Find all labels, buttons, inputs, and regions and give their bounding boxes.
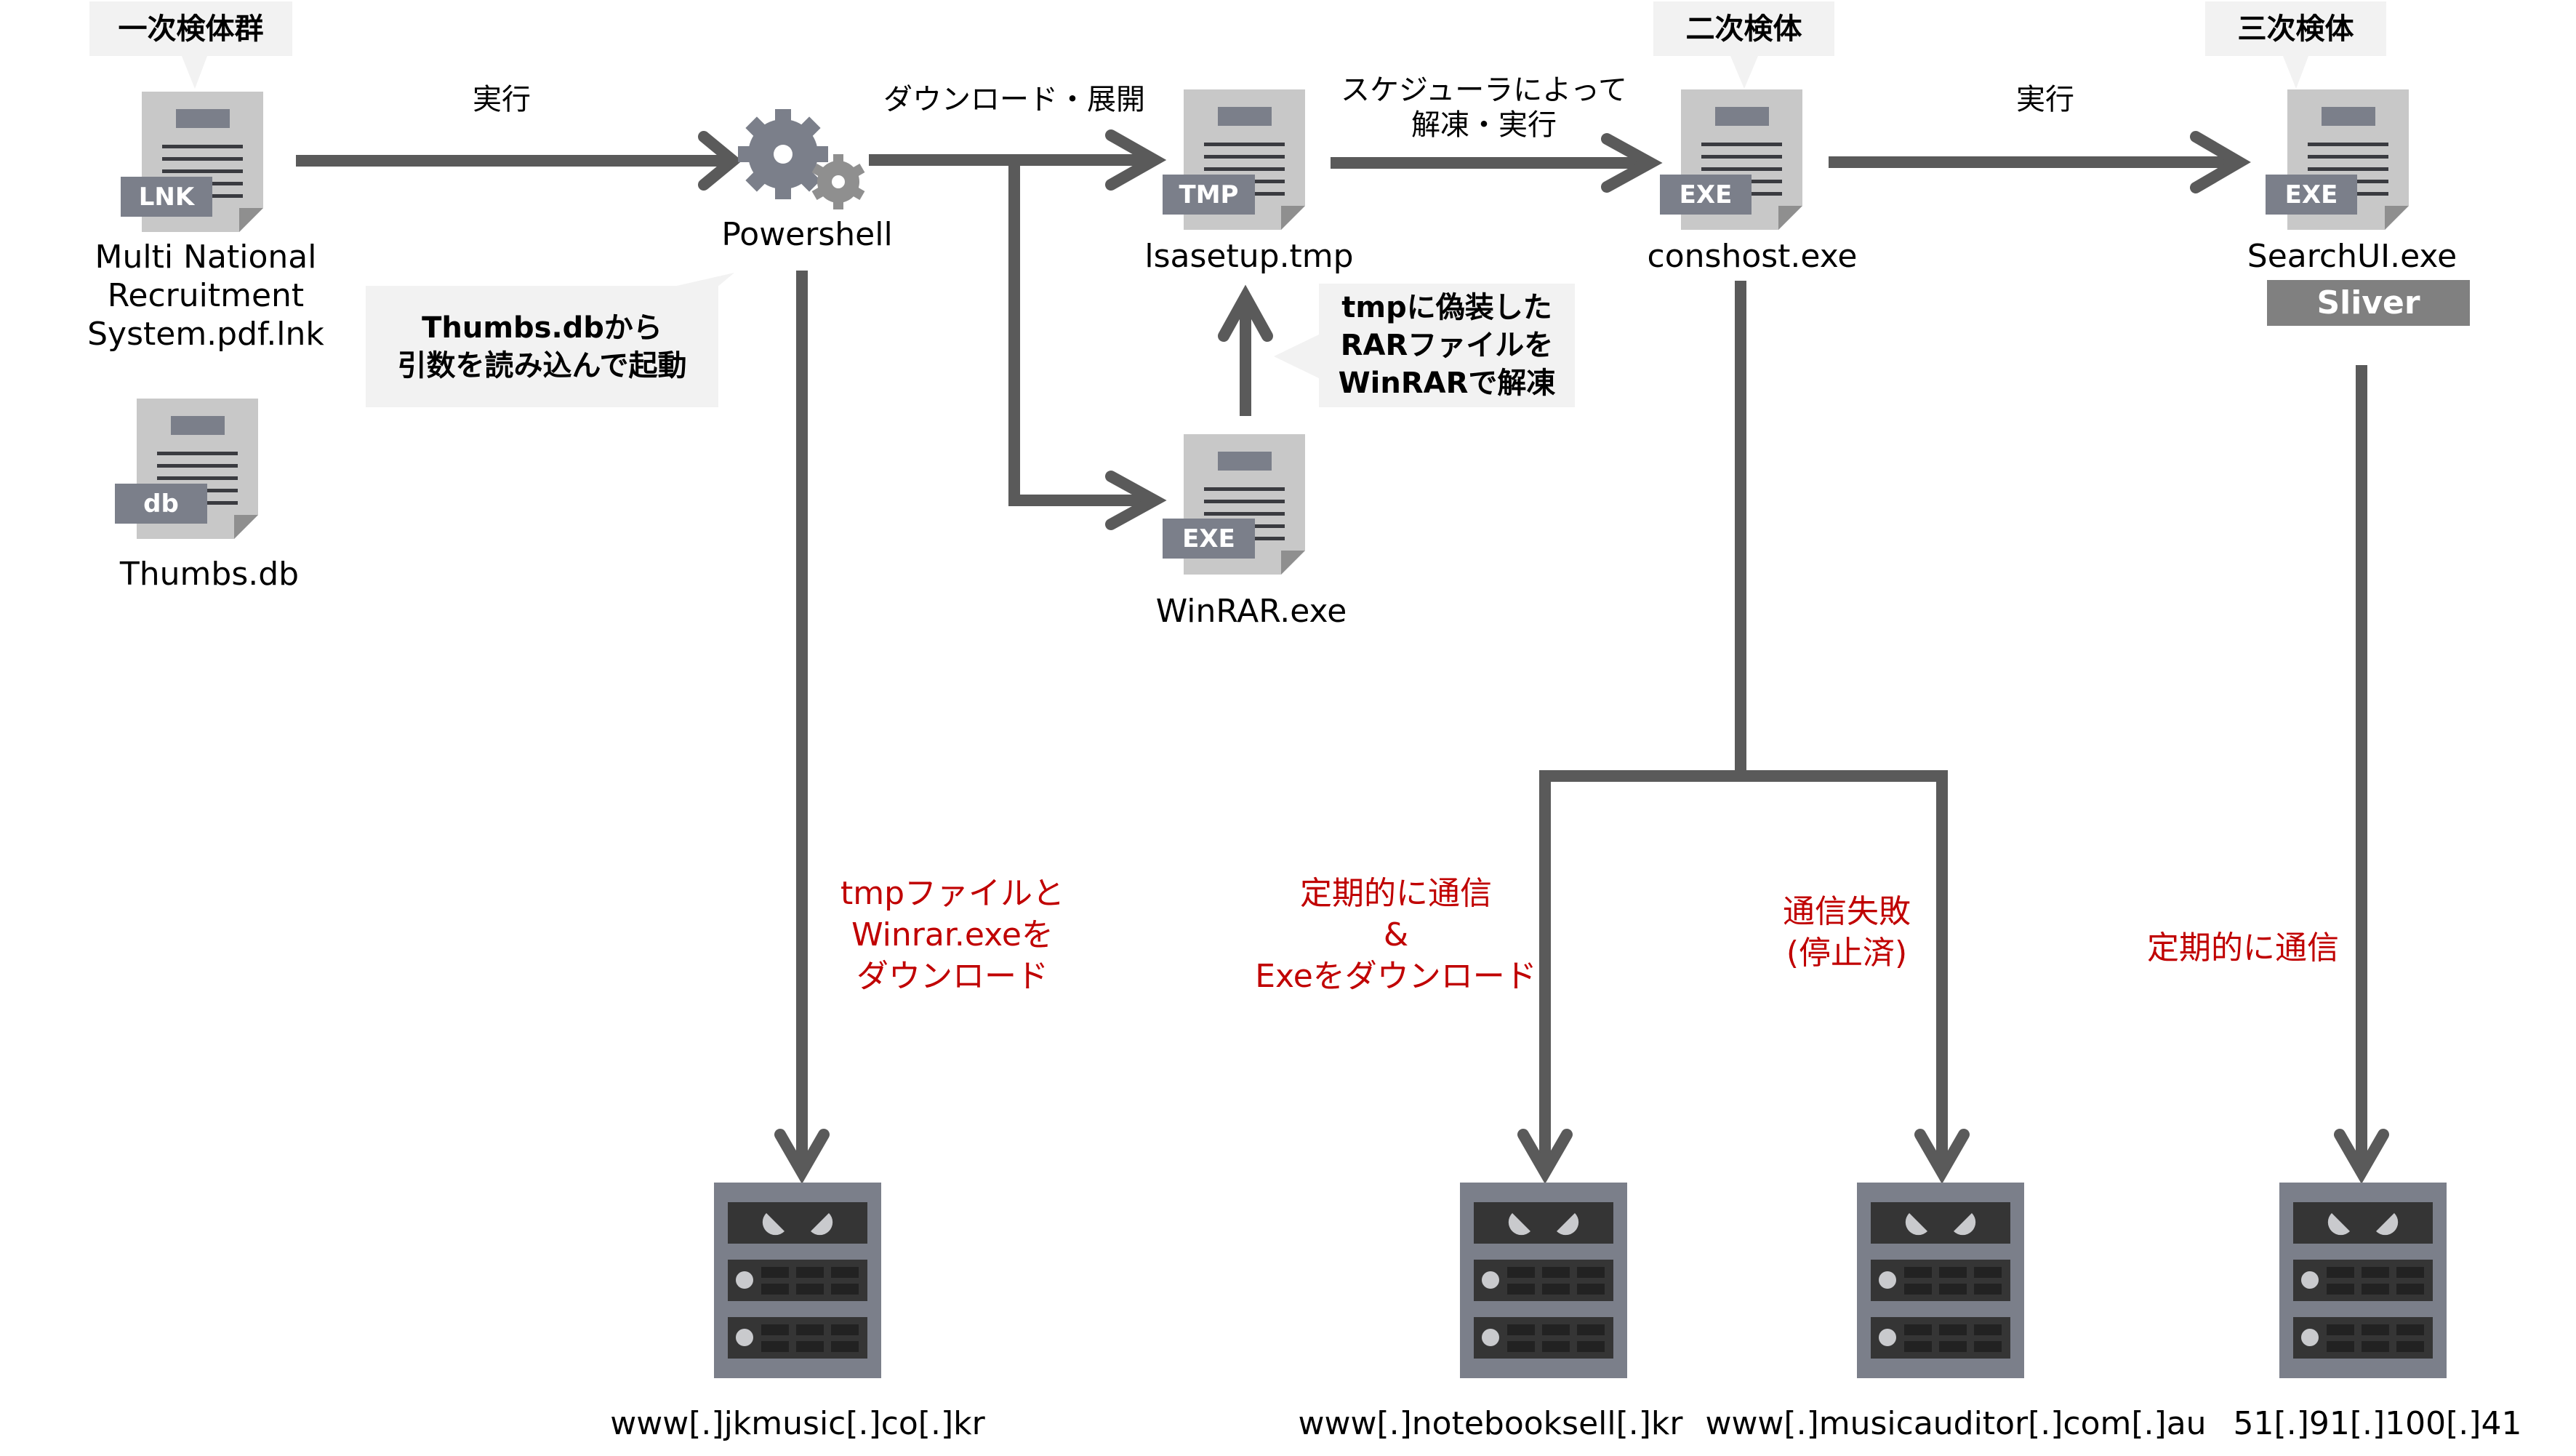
edge-label-execute-1: 実行	[473, 83, 531, 116]
bubble-pointer-second	[1730, 56, 1758, 89]
rar-disguise-note: tmpに偽装した RARファイルを WinRARで解凍	[1319, 284, 1575, 407]
comm-label-powershell-download: tmpファイルと Winrar.exeを ダウンロード	[840, 875, 1065, 996]
thumbs-args-note: Thumbs.dbから 引数を読み込んで起動	[366, 286, 718, 407]
server-host-label: 51[.]91[.]100[.]41	[2233, 1405, 2522, 1442]
tmp-tag: TMP	[1163, 175, 1255, 215]
stage-second-bubble: 二次検体	[1653, 1, 1834, 56]
lnk-file-label: Multi National Recruitment System.pdf.ln…	[87, 239, 324, 353]
edge-label-download-extract: ダウンロード・展開	[883, 83, 1145, 116]
edge-label-execute-2: 実行	[2016, 83, 2074, 116]
arrow-conshost-to-servers	[1517, 281, 1970, 1185]
comm-label-searchui-periodic: 定期的に通信	[2147, 929, 2339, 967]
lnk-tag: LNK	[121, 177, 212, 217]
lsasetup-label: lsasetup.tmp	[1144, 238, 1354, 275]
winrar-exe-tag: EXE	[1163, 519, 1255, 559]
powershell-label: Powershell	[721, 216, 893, 253]
powershell-gear-icon	[738, 109, 865, 209]
stage-third-bubble: 三次検体	[2205, 1, 2386, 56]
edge-label-scheduler: スケジューラによって 解凍・実行	[1341, 73, 1627, 142]
bubble-pointer-rar	[1274, 335, 1319, 378]
arrow-lnk-to-powershell	[296, 131, 742, 191]
bubble-pointer-third	[2283, 56, 2308, 89]
arrow-winrar-to-lsasetup	[1218, 284, 1273, 416]
malicious-server-icon	[714, 1183, 881, 1378]
winrar-label: WinRAR.exe	[1155, 593, 1347, 630]
server-host-label: www[.]musicauditor[.]com[.]au	[1705, 1405, 2207, 1442]
server-host-label: www[.]jkmusic[.]co[.]kr	[610, 1405, 985, 1442]
stage-first-bubble: 一次検体群	[89, 1, 292, 56]
conshost-label: conshost.exe	[1647, 238, 1858, 275]
searchui-label: SearchUI.exe	[2247, 238, 2457, 275]
searchui-exe-tag: EXE	[2266, 175, 2357, 215]
comm-label-conshost-periodic: 定期的に通信 & Exeをダウンロード	[1255, 875, 1537, 996]
arrow-conshost-to-searchui	[1829, 131, 2251, 193]
arrow-lsasetup-to-conshost	[1331, 133, 1663, 193]
bubble-pointer-first	[182, 56, 207, 89]
sliver-badge: Sliver	[2267, 280, 2470, 326]
malicious-server-icon	[1460, 1183, 1627, 1378]
arrow-searchui-to-server-ip	[2334, 365, 2389, 1185]
db-tag: db	[115, 484, 207, 524]
arrow-powershell-to-server-jkmusic	[774, 271, 830, 1185]
thumbs-file-label: Thumbs.db	[119, 556, 300, 593]
malicious-server-icon	[1857, 1183, 2024, 1378]
conshost-exe-tag: EXE	[1660, 175, 1752, 215]
malicious-server-icon	[2279, 1183, 2447, 1378]
server-host-label: www[.]notebooksell[.]kr	[1298, 1405, 1683, 1442]
arrow-powershell-to-winrar	[1008, 160, 1167, 530]
comm-label-conshost-failed: 通信失敗 (停止済)	[1783, 893, 1911, 972]
